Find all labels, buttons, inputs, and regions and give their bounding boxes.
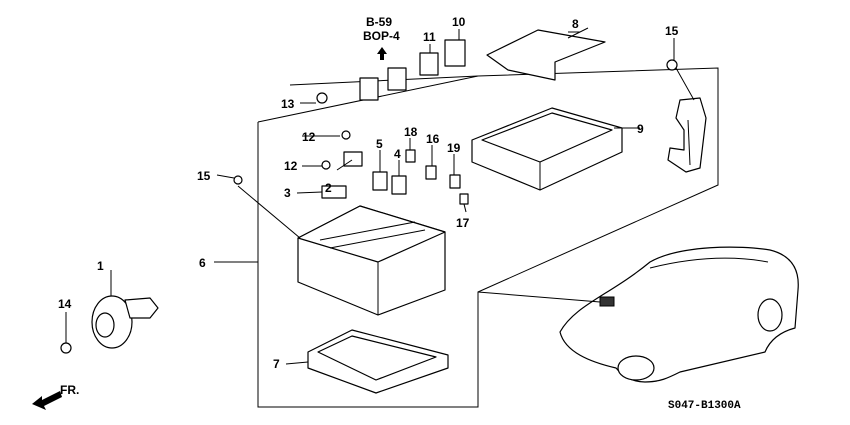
part-labels: 1 2 3 4 5 6 7 8 9 10 11 12 12 13 14 15 1… — [58, 15, 679, 371]
label-part-12a: 12 — [302, 130, 316, 144]
label-part-19: 19 — [447, 141, 461, 155]
relays-part — [359, 39, 466, 101]
label-part-6: 6 — [199, 256, 206, 270]
label-part-3: 3 — [284, 186, 291, 200]
label-part-8: 8 — [572, 17, 579, 31]
reference-line-2: BOP-4 — [363, 29, 400, 43]
diagram-code: S047-B1300A — [668, 400, 741, 412]
label-part-9: 9 — [637, 122, 644, 136]
reference-line-1: B-59 — [366, 15, 392, 29]
label-part-5: 5 — [376, 137, 383, 151]
group-outline — [257, 67, 719, 408]
label-part-2: 2 — [325, 181, 332, 195]
label-part-16: 16 — [426, 132, 440, 146]
leader-lines — [65, 29, 675, 365]
reference-arrow — [377, 47, 387, 60]
cover-plate-part — [486, 27, 606, 81]
label-part-4: 4 — [394, 147, 401, 161]
label-part-1: 1 — [97, 259, 104, 273]
label-part-18: 18 — [404, 125, 418, 139]
bolt-part — [300, 92, 328, 104]
label-part-17: 17 — [456, 216, 470, 230]
label-part-7: 7 — [273, 357, 280, 371]
front-marker-label: FR. — [60, 383, 79, 397]
label-part-10: 10 — [452, 15, 466, 29]
label-part-11: 11 — [423, 30, 436, 44]
bracket-part — [666, 59, 707, 173]
control-unit-part — [471, 107, 640, 191]
label-part-13: 13 — [281, 97, 295, 111]
label-part-15b: 15 — [665, 24, 679, 38]
fuse-box-part — [233, 175, 446, 316]
car-illustration — [477, 246, 799, 383]
label-part-12b: 12 — [284, 159, 298, 173]
label-part-14: 14 — [58, 297, 72, 311]
front-arrow-icon — [32, 391, 62, 410]
lower-cover-part — [307, 329, 449, 394]
horn-part — [91, 295, 159, 349]
label-part-15a: 15 — [197, 169, 211, 183]
bolt-14-part — [60, 320, 72, 354]
